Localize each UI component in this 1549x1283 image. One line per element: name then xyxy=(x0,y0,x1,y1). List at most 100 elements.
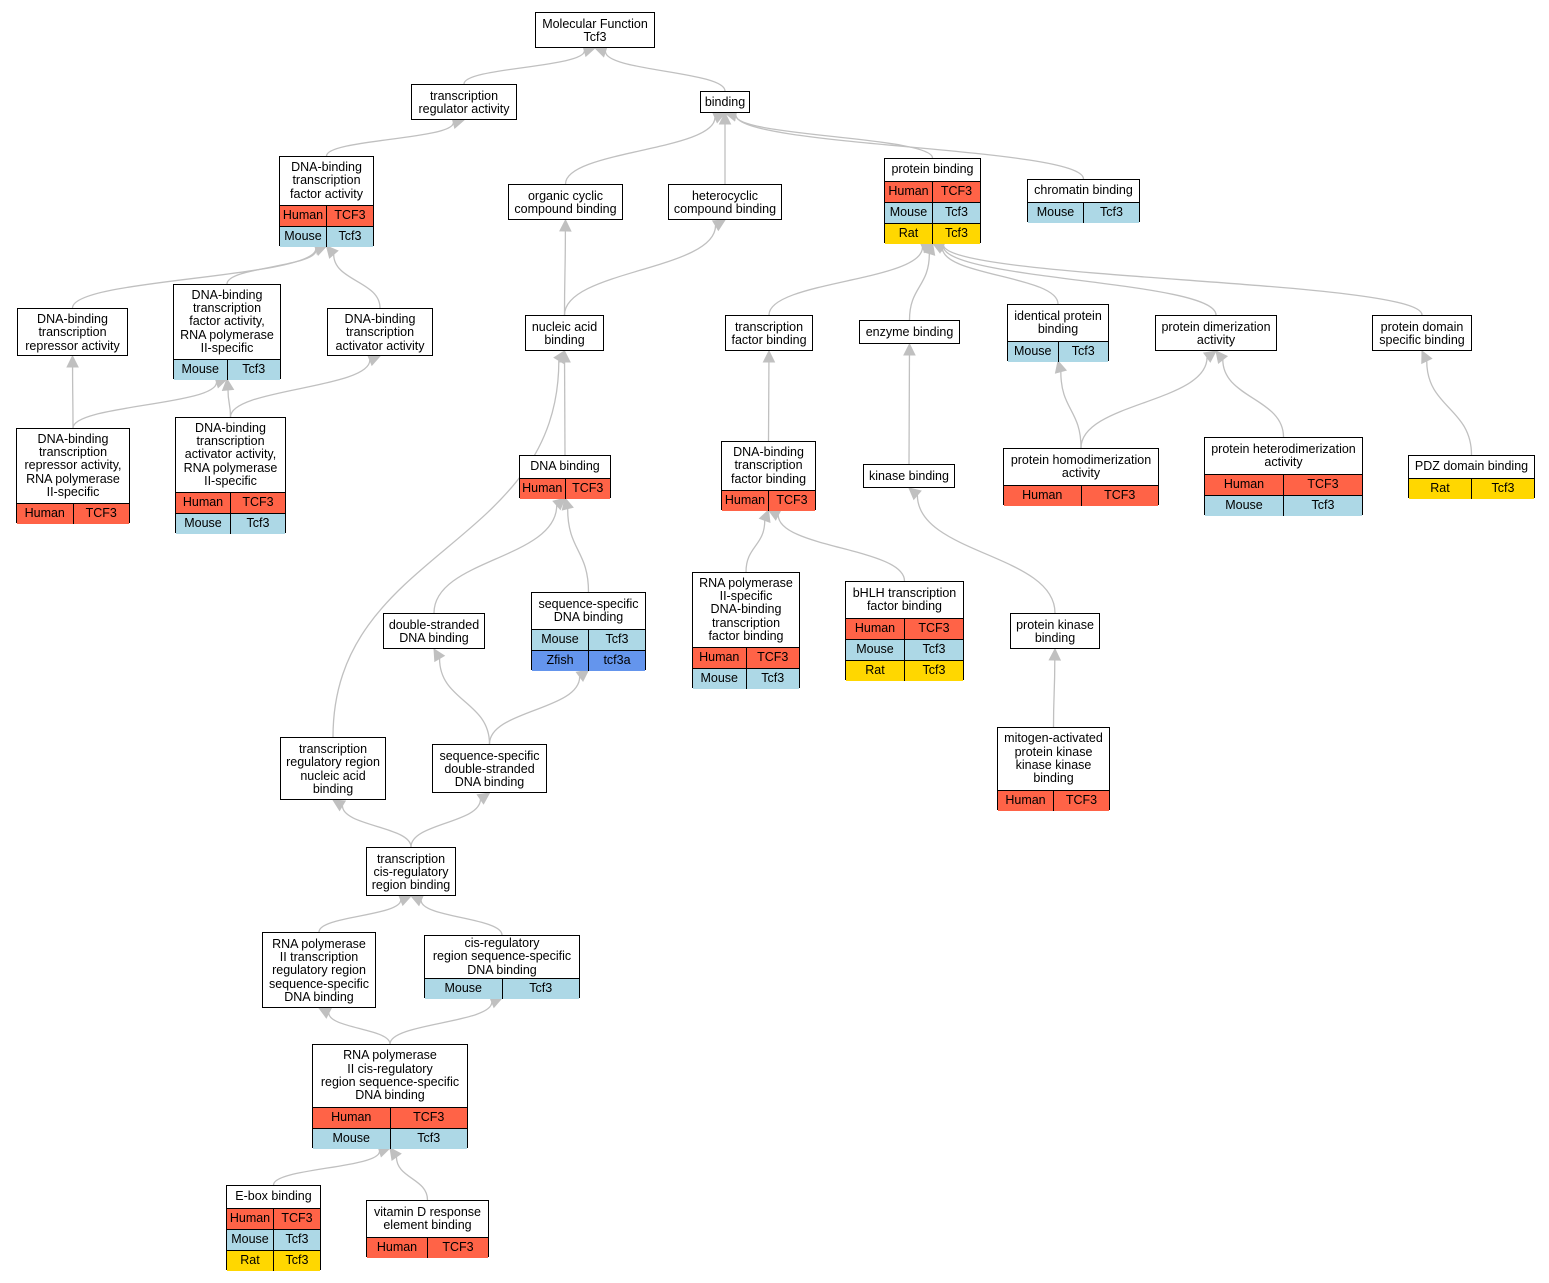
go-term-label: cis-regulatory region sequence-specific … xyxy=(432,936,572,977)
gene-symbol: TCF3 xyxy=(389,1108,468,1128)
edge-phda-to-ipb xyxy=(1060,371,1082,449)
go-term-node-nab: nucleic acid binding xyxy=(525,315,604,351)
edges-layer xyxy=(66,44,1473,1201)
edge-dbtfarnap-to-dbtfa xyxy=(226,249,317,285)
gene-symbol: Tcf3 xyxy=(904,640,963,660)
edge-dbtrarnap-to-dbtfarnap xyxy=(72,382,218,429)
edge-dbtfa-to-tra xyxy=(325,122,455,157)
arrowhead-dbtrarnap-to-dbtra xyxy=(66,354,79,368)
go-term-label: DNA-binding transcription repressor acti… xyxy=(25,312,120,353)
go-term-node-pda: protein dimerization activity xyxy=(1155,315,1277,351)
gene-symbol: TCF3 xyxy=(768,491,815,511)
go-term-label: nucleic acid binding xyxy=(531,319,598,347)
edge-tcrrb-to-trrnab xyxy=(341,805,412,848)
gene-symbol: TCF3 xyxy=(932,182,980,202)
go-term-node-dbtaa: DNA-binding transcription activator acti… xyxy=(327,308,433,356)
go-term-node-mf: Molecular Function Tcf3 xyxy=(535,12,655,48)
arrowhead-phtda-to-pda xyxy=(1215,350,1229,364)
species-gene-row: Mouse Tcf3 xyxy=(1205,495,1362,516)
gene-symbol: Tcf3 xyxy=(389,1129,468,1149)
arrowhead-dbtfb-to-tfb xyxy=(762,349,776,363)
edge-nab-to-ocb xyxy=(563,230,567,316)
go-term-node-tfb: transcription factor binding xyxy=(725,315,813,351)
gene-symbol: Tcf3 xyxy=(932,224,980,244)
edge-dbtaarnap-to-dbtaa xyxy=(229,360,371,418)
species-gene-row: Mouse Tcf3 xyxy=(532,629,645,650)
arrowhead-nab-to-ocb xyxy=(559,218,572,232)
go-term-node-rnapdbtfb: RNA polymerase II-specific DNA-binding t… xyxy=(692,572,800,689)
species-gene-row: Mouse Tcf3 xyxy=(227,1229,320,1250)
go-term-label: DNA-binding transcription factor activit… xyxy=(180,287,274,355)
go-term-node-hcb: heterocyclic compound binding xyxy=(668,184,782,220)
gene-symbol: TCF3 xyxy=(72,504,130,524)
go-term-node-dbtaarnap: DNA-binding transcription activator acti… xyxy=(175,417,286,534)
gene-symbol: TCF3 xyxy=(230,493,285,513)
edge-ssdsdb-to-ssdb xyxy=(488,676,581,745)
go-term-label: sequence-specific DNA binding xyxy=(538,596,639,624)
edge-eb-to-pb xyxy=(908,253,931,321)
go-term-node-pkb: protein kinase binding xyxy=(1010,613,1100,649)
arrowhead-ssdb-to-db xyxy=(561,496,574,511)
go-term-label: DNA-binding transcription activator acti… xyxy=(335,312,425,353)
edge-crrssdb-to-tcrrb xyxy=(420,900,503,936)
edge-ocb-to-binding xyxy=(564,117,716,185)
species-label: Mouse xyxy=(284,229,322,244)
edge-bhlh-to-dbtfb xyxy=(777,515,906,582)
species-label: Human xyxy=(854,621,896,636)
species-label: Mouse xyxy=(1013,344,1052,359)
go-term-node-tcrrb: transcription cis-regulatory region bind… xyxy=(366,847,456,896)
go-term-node-dsdb: double-stranded DNA binding xyxy=(383,613,485,649)
species-label: Human xyxy=(888,184,929,199)
gene-symbol: tcf3a xyxy=(588,651,645,671)
gene-symbol: TCF3 xyxy=(564,479,611,499)
arrowhead-trrnab-to-nab xyxy=(553,350,566,365)
go-term-label: binding xyxy=(704,95,746,110)
arrowhead-tcrrb-to-trrnab xyxy=(332,799,347,812)
species-label: Mouse xyxy=(231,1232,269,1247)
edge-pda-to-pb xyxy=(942,245,1217,316)
go-term-label: bHLH transcription factor binding xyxy=(852,585,957,613)
go-term-label: vitamin D response element binding xyxy=(374,1204,481,1232)
species-label: Mouse xyxy=(889,205,928,220)
species-label: Rat xyxy=(898,226,919,241)
go-term-label: enzyme binding xyxy=(865,325,954,340)
species-label: Mouse xyxy=(1225,498,1263,513)
gene-symbol: TCF3 xyxy=(427,1238,488,1258)
species-label: Rat xyxy=(240,1253,260,1268)
arrowhead-phda-to-pda xyxy=(1202,350,1217,363)
gene-symbol: Tcf3 xyxy=(230,514,285,534)
go-term-label: Molecular Function Tcf3 xyxy=(542,16,648,44)
gene-symbol: Tcf3 xyxy=(1283,496,1362,516)
edge-vdre-to-rnapcrrssdb xyxy=(395,1156,429,1201)
go-term-label: mitogen-activated protein kinase kinase … xyxy=(1004,731,1103,786)
gene-symbol: Tcf3 xyxy=(273,1230,320,1250)
arrowhead-pdzb-to-pdsb xyxy=(1421,349,1433,365)
go-term-label: sequence-specific double-stranded DNA bi… xyxy=(439,748,540,790)
gene-symbol: Tcf3 xyxy=(1083,203,1139,223)
gene-symbol: Tcf3 xyxy=(501,979,580,999)
edge-rnaptrrssdb-to-tcrrb xyxy=(318,899,402,933)
go-term-node-kb: kinase binding xyxy=(863,464,955,488)
edge-pdzb-to-pdsb xyxy=(1426,360,1473,456)
edge-cb-to-binding xyxy=(735,114,1085,180)
gene-symbol: Tcf3 xyxy=(588,630,645,650)
species-label: Mouse xyxy=(541,632,579,647)
